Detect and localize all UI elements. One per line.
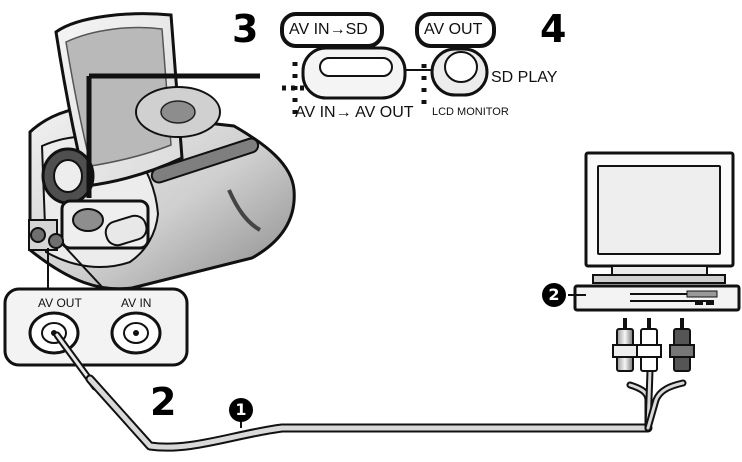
av-out-jack-label: AV OUT [38,296,82,310]
step-4-label: 4 [540,7,566,51]
cable-callout-badge: 1 [229,398,253,422]
step-3-label: 3 [232,7,258,51]
mode-switch-diagram [280,12,496,116]
lcd-monitor-label: LCD MONITOR [432,106,509,118]
television-icon [573,151,741,312]
av-jack-panel [3,247,189,367]
av-cable [53,331,687,452]
av-out-label: AV OUT [424,21,483,38]
av-in-jack-label: AV IN [121,296,152,310]
step-2-label: 2 [150,380,176,424]
rca-plug-icon [612,318,695,372]
av-in-av-out-label: AV IN→ AV OUT [295,104,414,121]
sd-play-label: SD PLAY [491,69,558,86]
tv-input-callout-badge: 2 [542,283,566,307]
av-in-sd-label: AV IN→SD [289,21,368,38]
camcorder-icon [28,12,296,291]
